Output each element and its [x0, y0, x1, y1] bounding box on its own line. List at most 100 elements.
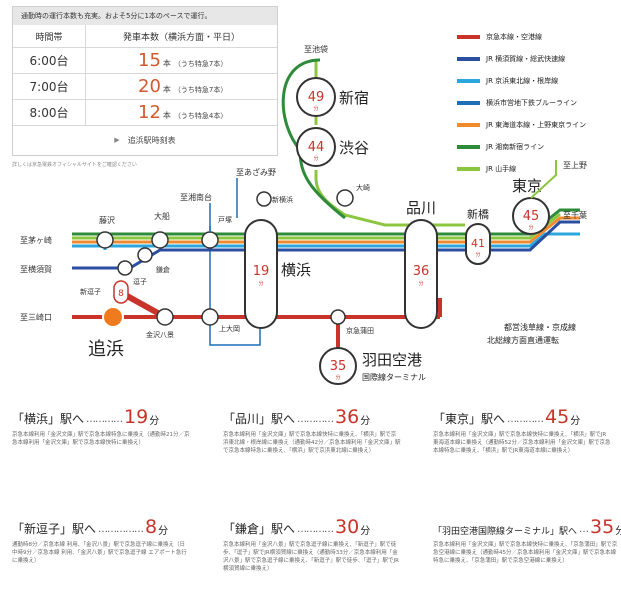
timetable-columns: 時間帯 発車本数（横浜方面・平日） — [13, 25, 277, 48]
station-shinagawa-marker — [404, 219, 438, 329]
legend-item: 横浜市営地下鉄ブルーライン — [457, 92, 617, 114]
line-green-upper — [72, 208, 580, 236]
label-chigasaki: 至茅ヶ崎 — [20, 235, 52, 245]
station-kamakura-dot — [137, 247, 153, 263]
card-unit: 分 — [615, 526, 621, 537]
legend-label: JR 東海道本線・上野東京ライン — [486, 121, 587, 129]
minutes-shibuya: 44 — [308, 140, 325, 155]
timetable-link-label[interactable]: 追浜駅時刻表 — [127, 135, 176, 145]
row-express: （うち特急7本） — [173, 60, 228, 68]
station-shinjuku-marker — [296, 77, 336, 117]
label-osaki: 大崎 — [356, 183, 370, 192]
tokaido-line — [72, 216, 580, 244]
row-count: 20 — [138, 76, 161, 97]
label-fujisawa: 藤沢 — [99, 215, 115, 225]
card-title: 「横浜」駅へ — [12, 412, 85, 426]
minutes-tokyo: 45 — [523, 209, 540, 224]
line-lightgreen-upper — [72, 212, 561, 240]
station-zushi-dot — [117, 260, 133, 276]
legend-swatch — [457, 35, 480, 39]
card-description: 京急本線利用「金沢文庫」駅で京急本線特急に乗換え（通勤時21分／京急本線利用「金… — [12, 432, 190, 446]
row-express: （うち特急7本） — [173, 86, 228, 94]
route-map: 49 分 44 分 19 分 36 分 41 分 45 分 35 分 8 至池袋… — [20, 44, 587, 385]
legend-swatch — [457, 167, 480, 171]
card-minutes: 35 — [590, 516, 615, 538]
line-legend: 京急本線・空港線 JR 横須賀線・総武快速線 JR 京浜東北線・根岸線 横浜市営… — [457, 26, 617, 180]
minutes-haneda: 35 — [330, 359, 347, 374]
legend-swatch — [457, 79, 480, 83]
minutes-yokohama: 19 — [253, 264, 270, 279]
legend-label: JR 湘南新宿ライン — [486, 143, 545, 151]
min-unit: 分 — [313, 105, 318, 112]
station-kanazawahakkei-dot — [156, 308, 174, 326]
station-shinzushi-marker — [113, 280, 129, 304]
label-ikebukuro: 至池袋 — [304, 44, 328, 54]
card-minutes: 19 — [124, 406, 149, 428]
row-time: 8:00台 — [13, 100, 86, 125]
legend-item: 京急本線・空港線 — [457, 26, 617, 48]
minutes-shinjuku: 49 — [308, 90, 325, 105]
card-description: 京急本線利用「金沢八景」駅で京急逗子線に乗換え、「新逗子」駅で徒歩、「逗子」駅で… — [223, 542, 399, 572]
timetable-link[interactable]: ▶ 追浜駅時刻表 — [13, 126, 277, 154]
card-description: 京急本線利用「金沢文庫」駅で京急本線快特に乗換え、「横浜」駅で京浜東北線・根岸線… — [223, 432, 401, 454]
station-shibuya-marker — [296, 127, 336, 167]
card-title: 「品川」駅へ — [223, 412, 296, 426]
card-dots: ………… — [297, 524, 334, 535]
row-unit: 本 — [162, 85, 171, 94]
label-haneda: 羽田空港 — [362, 351, 422, 369]
legend-label: 京急本線・空港線 — [486, 33, 542, 41]
label-ofuna: 大船 — [154, 211, 170, 221]
timetable-header: 通勤時の運行本数も充実。およそ5分に1本のペースで運行。 — [13, 7, 277, 25]
card-dots: ………… — [297, 414, 334, 425]
station-totsuka-dot — [201, 231, 219, 249]
label-yokohama: 横浜 — [281, 261, 311, 279]
label-shibuya: 渋谷 — [339, 139, 369, 157]
station-kamiooka-dot — [201, 308, 219, 326]
card-unit: 分 — [360, 416, 371, 427]
label-kanazawahakkei: 金沢八景 — [146, 330, 174, 339]
yokosuka-line — [72, 220, 580, 270]
card-dots: …………… — [98, 524, 144, 535]
legend-label: JR 京浜東北線・根岸線 — [486, 77, 559, 85]
row-unit: 本 — [162, 59, 171, 68]
label-yokosuka: 至横須賀 — [20, 264, 52, 274]
legend-label: JR 山手線 — [486, 165, 517, 173]
card-description: 京急本線利用「金沢文庫」駅で京急本線快特に乗換え、「横浜」駅でJR東海道本線に乗… — [433, 432, 611, 454]
column-count: 発車本数（横浜方面・平日） — [122, 32, 240, 43]
min-unit: 分 — [475, 251, 480, 258]
official-site-note: 詳しくは京急電鉄オフィシャルサイトをご確認ください — [12, 162, 137, 168]
legend-label: JR 横須賀線・総武快速線 — [486, 55, 566, 63]
row-count: 15 — [138, 50, 161, 71]
card-description: 京急本線利用「金沢文庫」駅で京急本線快特に乗換え、「京急蒲田」駅で京急空港線に乗… — [433, 542, 618, 564]
timetable: 通勤時の運行本数も充実。およそ5分に1本のペースで運行。 時間帯 発車本数（横浜… — [12, 6, 278, 156]
label-haneda-sub: 国際線ターミナル — [362, 372, 426, 382]
card-minutes: 8 — [145, 516, 158, 538]
label-shinagawa: 品川 — [406, 199, 436, 217]
label-shinyokohama: 新横浜 — [272, 195, 293, 204]
legend-item: JR 横須賀線・総武快速線 — [457, 48, 617, 70]
card-title: 「新逗子」駅へ — [12, 522, 97, 536]
label-kamiooka: 上大岡 — [219, 324, 240, 333]
legend-item: JR 湘南新宿ライン — [457, 136, 617, 158]
row-unit: 本 — [162, 111, 171, 120]
column-time: 時間帯 — [13, 25, 86, 47]
card-title: 「鎌倉」駅へ — [223, 522, 296, 536]
card-minutes: 45 — [545, 406, 570, 428]
label-keikyukamata: 京急蒲田 — [346, 326, 374, 335]
card-minutes: 36 — [335, 406, 360, 428]
station-oppama-marker — [102, 306, 124, 328]
label-kamakura: 鎌倉 — [156, 265, 170, 274]
legend-swatch — [457, 145, 480, 149]
label-ueno: 至上野 — [563, 161, 587, 170]
label-chiba: 至千葉 — [563, 210, 587, 220]
card-unit: 分 — [149, 416, 160, 427]
station-fujisawa-dot — [96, 231, 114, 249]
label-shimbashi: 新橋 — [467, 207, 489, 221]
station-shimbashi-marker — [465, 223, 491, 265]
station-haneda-marker — [319, 347, 357, 385]
